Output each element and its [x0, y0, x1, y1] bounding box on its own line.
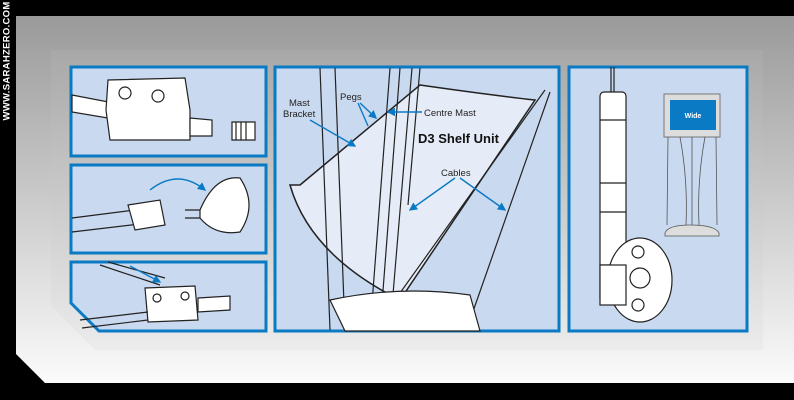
panel-lamp-connection: [69, 163, 268, 255]
label-centre-mast: Centre Mast: [424, 108, 476, 119]
sign-text: Wide: [685, 113, 702, 120]
panel-cable-insertion: [69, 260, 268, 333]
label-mast-bracket-line2: Bracket: [283, 109, 316, 120]
panel-bracket-assembly: [69, 65, 268, 158]
label-pegs: Pegs: [340, 92, 362, 103]
diagram-title: D3 Shelf Unit: [418, 131, 500, 146]
label-cables: Cables: [441, 168, 471, 179]
label-mast-bracket-line1: Mast: [289, 98, 310, 109]
panel-wall-mount: Wide: [567, 65, 749, 333]
panel-d3-shelf-unit: Mast Bracket Pegs Centre Mast D3 Shelf U…: [273, 65, 561, 333]
